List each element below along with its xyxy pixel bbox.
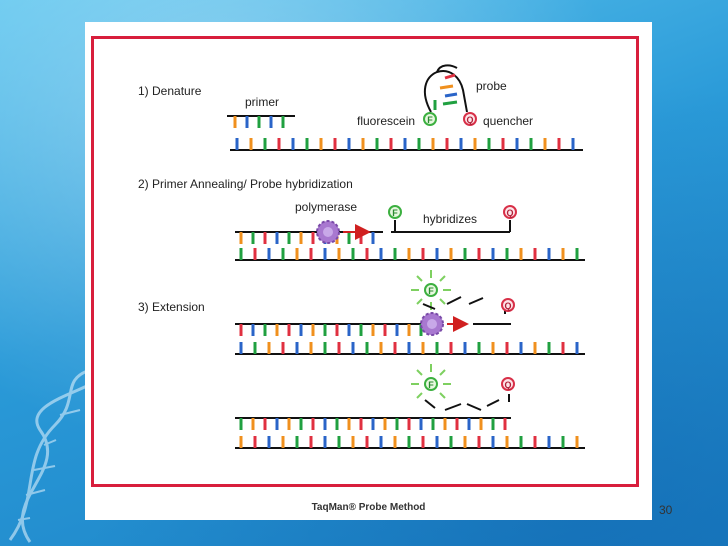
fluorescein-marker-2: F: [388, 205, 402, 219]
svg-text:Q: Q: [504, 301, 511, 311]
complete-strand: [235, 417, 511, 430]
taqman-diagram: F Q F: [227, 64, 585, 449]
step-extension-label: 3) Extension: [138, 300, 205, 314]
extending-strand: [235, 323, 511, 336]
svg-text:F: F: [428, 380, 434, 390]
annealed-primer-strand: [235, 231, 383, 244]
probe-hairpin: [423, 64, 468, 113]
svg-text:F: F: [427, 115, 433, 125]
step-annealing-label: 2) Primer Annealing/ Probe hybridization: [138, 177, 353, 191]
template-strand-2: [235, 248, 585, 261]
slide-page-number: 30: [659, 503, 673, 517]
diagram-frame: [91, 36, 639, 487]
quencher-marker-4: Q: [501, 377, 515, 391]
quencher-marker-3: Q: [501, 298, 515, 312]
cleaved-probe-fragments-2: [424, 394, 510, 411]
polymerase-icon-2: [420, 312, 444, 336]
hybridizes-label: hybridizes: [423, 212, 478, 226]
fluorescence-burst-2: F: [411, 364, 451, 399]
figure-caption: TaqMan® Probe Method: [311, 502, 426, 513]
step-denature-label: 1) Denature: [138, 84, 202, 98]
polymerase-label: polymerase: [295, 200, 358, 214]
fluorescein-marker-1: F: [423, 112, 437, 126]
quencher-marker-1: Q: [463, 112, 477, 126]
template-strand-3: [235, 342, 585, 355]
primer-strand: [227, 115, 295, 128]
quencher-label: quencher: [483, 114, 534, 128]
primer-label: primer: [245, 95, 280, 109]
quencher-marker-2: Q: [503, 205, 517, 219]
hybridized-probe: [391, 220, 511, 233]
fluorescein-label: fluorescein: [357, 114, 416, 128]
svg-text:Q: Q: [506, 208, 513, 218]
svg-text:Q: Q: [504, 380, 511, 390]
probe-label: probe: [476, 79, 507, 93]
svg-text:Q: Q: [466, 115, 473, 125]
svg-text:F: F: [392, 208, 398, 218]
svg-text:F: F: [428, 286, 434, 296]
fluorescence-burst-1: F: [411, 270, 451, 310]
template-strand-1: [230, 138, 583, 151]
template-strand-4: [235, 436, 585, 449]
slide-panel: F Q F: [85, 22, 652, 520]
dna-helix-background-icon: [8, 370, 112, 543]
polymerase-icon-1: [316, 220, 340, 244]
cleaved-probe-fragments-1: [422, 296, 506, 314]
